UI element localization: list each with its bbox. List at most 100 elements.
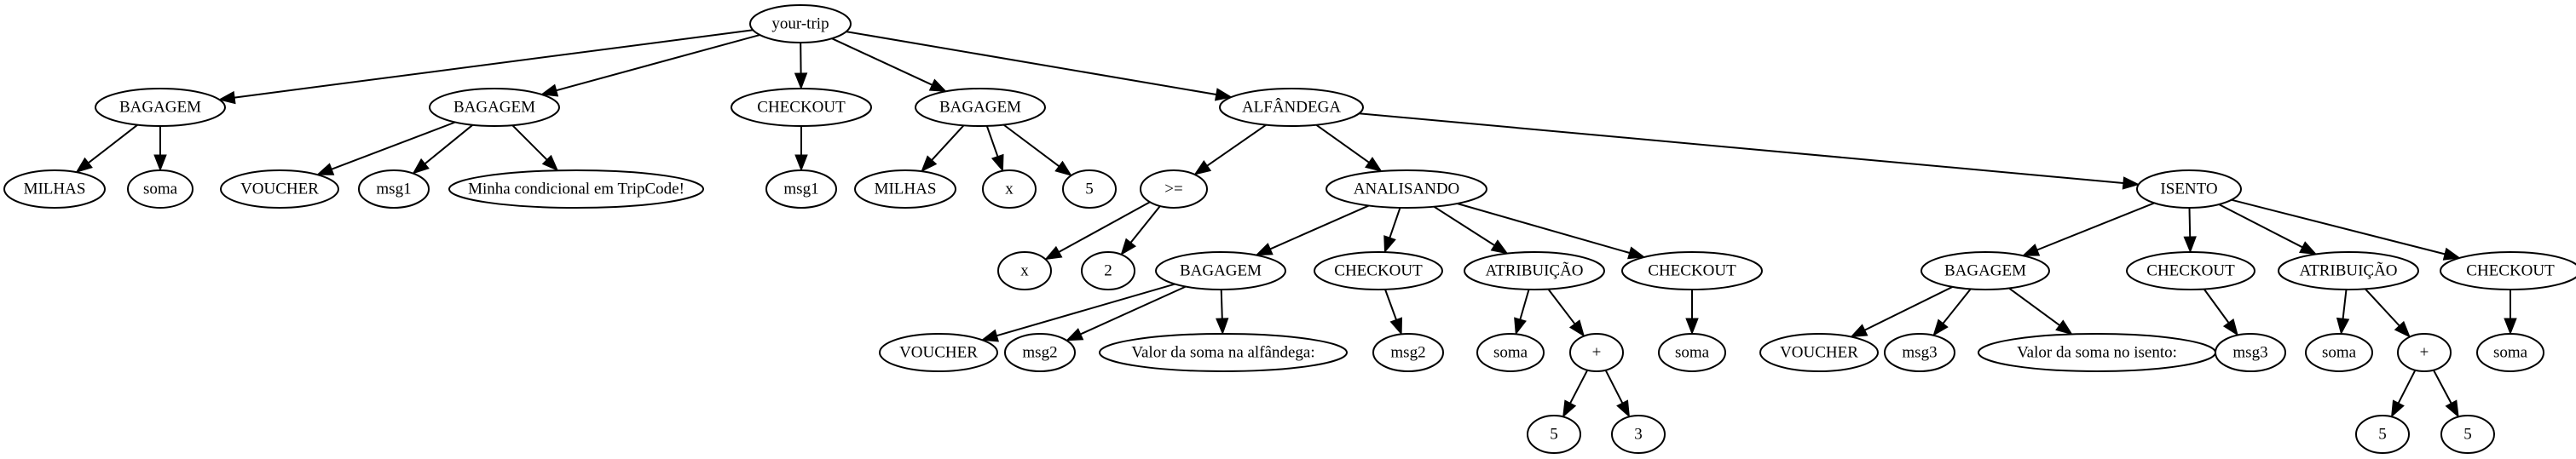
edge-arrowhead <box>794 154 808 172</box>
tree-edge <box>794 42 808 90</box>
edge-line <box>2397 370 2417 404</box>
node-label: CHECKOUT <box>2466 262 2555 280</box>
tree-edge <box>1562 370 1589 418</box>
tree-node-bagagem: BAGAGEM <box>1920 251 2050 290</box>
node-label: 3 <box>1634 426 1643 444</box>
tree-edge <box>2203 288 2238 336</box>
node-label: VOUCHER <box>240 181 319 198</box>
node-label: MILHAS <box>875 181 937 198</box>
tree-edge <box>217 29 754 105</box>
tree-node-isento: ISENTO <box>2136 169 2242 209</box>
edge-arrowhead <box>1120 238 1136 255</box>
tree-edge <box>153 126 167 172</box>
edge-arrowhead <box>1562 399 1577 418</box>
tree-node-x: x <box>997 251 1052 290</box>
tree-edge <box>1433 205 1509 255</box>
tree-edge <box>2008 287 2073 336</box>
node-ellipse <box>1658 333 1726 372</box>
edge-arrowhead <box>2183 236 2197 254</box>
edge-line <box>846 31 1216 95</box>
tree-edge <box>1383 207 1401 254</box>
node-label: 5 <box>2463 426 2472 444</box>
node-label: soma <box>1675 344 1710 362</box>
tree-node-bagagem: BAGAGEM <box>1155 251 1286 290</box>
edge-arrowhead <box>1685 318 1699 336</box>
edge-line <box>2231 198 2446 255</box>
node-label: MILHAS <box>24 181 86 198</box>
edge-line <box>1519 289 1530 320</box>
tree-node-2: 2 <box>1081 251 1135 290</box>
node-ellipse <box>3 169 106 209</box>
edge-arrowhead <box>1932 318 1949 336</box>
node-ellipse <box>358 169 430 209</box>
edge-arrowhead <box>1627 246 1646 260</box>
node-ellipse <box>1326 169 1487 209</box>
node-label: BAGAGEM <box>1944 262 2026 280</box>
edge-arrowhead <box>2021 244 2041 256</box>
edge-line <box>424 123 474 165</box>
tree-edge <box>1255 204 1370 256</box>
tree-edge <box>1932 288 1972 336</box>
tree-node-checkout: CHECKOUT <box>2126 251 2255 290</box>
node-label: ATRIBUIÇÃO <box>1485 261 1583 280</box>
node-label: msg3 <box>1902 344 1937 362</box>
node-ellipse <box>765 169 837 209</box>
tree-node-msg3: msg3 <box>1884 333 1955 372</box>
node-label: Valor da soma na alfândega: <box>1131 344 1314 362</box>
node-label: 5 <box>2378 426 2387 444</box>
node-ellipse <box>220 169 339 209</box>
edge-line <box>1206 123 1267 167</box>
tree-edge <box>985 125 1004 173</box>
edge-arrowhead <box>1568 319 1585 337</box>
node-label: 2 <box>1104 262 1112 280</box>
tree-edge <box>1044 201 1151 261</box>
edge-line <box>2433 370 2452 404</box>
tree-node-plus: + <box>1569 333 1624 372</box>
edge-line <box>1080 285 1187 336</box>
tree-edge <box>316 121 456 175</box>
node-ellipse <box>997 251 1052 290</box>
tree-node-alfandega: ALFÂNDEGA <box>1219 88 1364 127</box>
edge-line <box>1315 123 1370 164</box>
tree-node-bagagem: BAGAGEM <box>915 88 1046 127</box>
edge-line <box>2008 287 2060 326</box>
tree-edge <box>1604 370 1631 418</box>
node-label: ANALISANDO <box>1354 181 1460 198</box>
tree-node-checkout: CHECKOUT <box>2440 251 2576 290</box>
edge-line <box>234 29 754 99</box>
edge-line <box>556 34 760 92</box>
tree-edge <box>1359 112 2140 190</box>
node-label: 5 <box>1550 426 1558 444</box>
node-ellipse <box>1611 415 1666 454</box>
tree-edge <box>2433 370 2459 418</box>
node-ellipse <box>1081 251 1135 290</box>
node-ellipse <box>2136 169 2242 209</box>
edge-arrowhead <box>1514 317 1527 336</box>
node-label: 5 <box>1085 181 1094 198</box>
node-ellipse <box>1884 333 1955 372</box>
tree-edge <box>2183 207 2197 254</box>
edge-arrowhead <box>153 154 167 172</box>
tree-edge <box>980 283 1175 342</box>
tree-edge <box>75 123 139 174</box>
edge-arrowhead <box>316 163 335 175</box>
node-label: msg2 <box>1390 344 1425 362</box>
edge-arrowhead <box>75 157 93 174</box>
edge-line <box>996 283 1175 337</box>
edge-line <box>1433 205 1495 246</box>
tree-node-bagagem: BAGAGEM <box>429 88 560 127</box>
edge-arrowhead <box>794 72 808 90</box>
edge-arrowhead <box>2055 319 2073 336</box>
edge-arrowhead <box>1066 328 1084 341</box>
node-ellipse <box>731 88 872 127</box>
edge-line <box>1457 203 1630 254</box>
node-ellipse <box>1155 251 1286 290</box>
tree-edge <box>1457 203 1646 260</box>
edge-arrowhead <box>2336 317 2350 336</box>
tree-edge <box>2365 288 2411 338</box>
node-ellipse <box>1920 251 2050 290</box>
node-ellipse <box>1004 333 1076 372</box>
tree-edge <box>921 124 965 173</box>
